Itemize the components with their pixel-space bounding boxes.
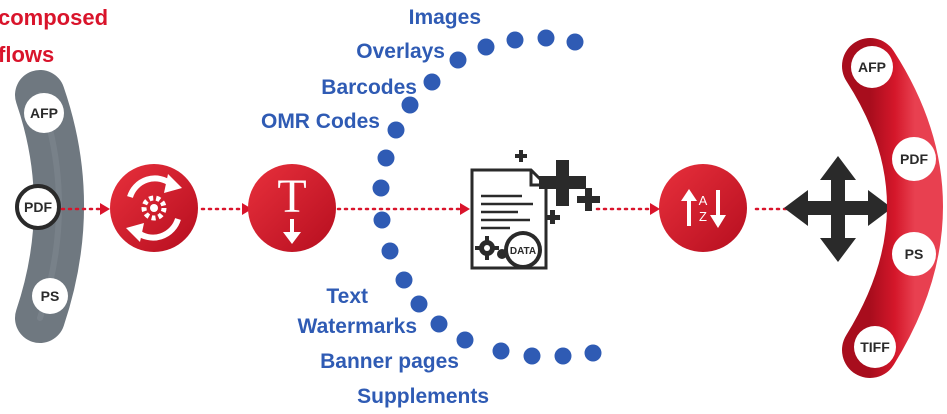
four-way-arrows-icon: [784, 156, 892, 262]
label-watermarks: Watermarks: [298, 315, 417, 338]
blue-dotted-arc: [372, 29, 602, 365]
input-format-ps: PS: [32, 278, 68, 314]
svg-text:T: T: [277, 170, 306, 223]
text-down-icon: T: [248, 164, 336, 252]
svg-text:AFP: AFP: [30, 105, 58, 121]
sort-az-icon: A Z: [659, 164, 747, 252]
label-banner-pages: Banner pages: [320, 350, 459, 373]
label-omr-codes: OMR Codes: [261, 110, 380, 133]
header-line-2: flows: [0, 42, 54, 67]
svg-text:PDF: PDF: [24, 199, 52, 215]
svg-text:PDF: PDF: [900, 151, 928, 167]
gear-recycle-icon: [110, 164, 198, 252]
label-images: Images: [409, 6, 481, 29]
output-format-tiff: TIFF: [854, 326, 896, 368]
label-overlays: Overlays: [356, 40, 445, 63]
output-format-bar: [842, 38, 943, 378]
output-format-pdf: PDF: [892, 137, 936, 181]
data-badge: DATA: [510, 246, 536, 257]
header-line-1: composed: [0, 5, 108, 30]
document-data-icon: DATA: [470, 168, 548, 270]
svg-text:AFP: AFP: [858, 59, 886, 75]
input-format-afp: AFP: [24, 93, 64, 133]
input-format-pdf: PDF: [15, 184, 61, 230]
svg-text:TIFF: TIFF: [860, 339, 890, 355]
label-supplements: Supplements: [357, 385, 489, 408]
output-format-afp: AFP: [851, 46, 893, 88]
label-text: Text: [326, 285, 368, 308]
output-format-ps: PS: [892, 232, 936, 276]
connector-arrowheads: [100, 203, 660, 215]
label-barcodes: Barcodes: [321, 76, 417, 99]
svg-text:Z: Z: [699, 209, 707, 224]
svg-text:PS: PS: [41, 288, 60, 304]
svg-text:A: A: [699, 193, 708, 208]
svg-text:PS: PS: [905, 246, 924, 262]
plus-icons: [515, 150, 600, 224]
